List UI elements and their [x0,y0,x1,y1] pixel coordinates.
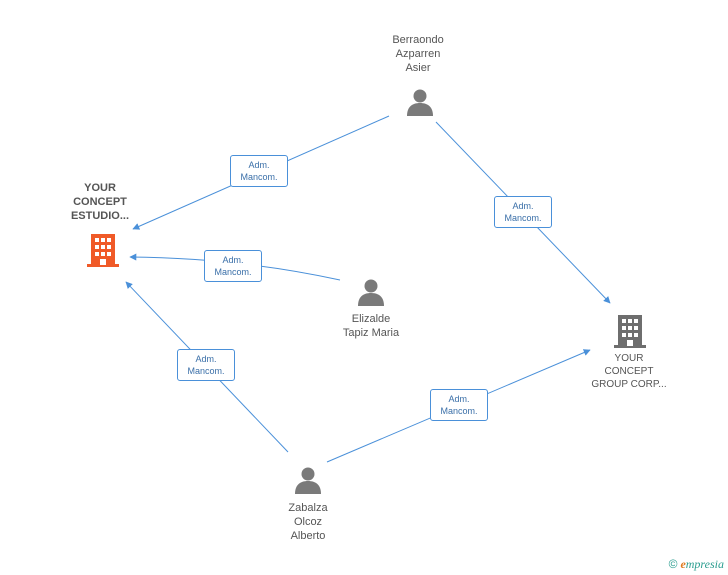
edge-label-line: Mancom. [214,267,252,277]
company-label-your-concept-group[interactable]: YOUR CONCEPT GROUP CORP... [582,352,676,391]
label-line: Zabalza [288,502,328,514]
brand-logo-e: e [680,557,686,571]
edge-label-line: Adm. [448,394,470,404]
edge-label-line: Adm. [222,255,244,265]
building-icon[interactable] [614,314,646,348]
label-line: Alberto [290,530,326,542]
label-line: ESTUDIO... [70,210,130,222]
edge-label-line: Mancom. [240,172,278,182]
label-line: CONCEPT [604,366,654,377]
edge-label-line: Adm. [512,201,534,211]
edge-label-line: Adm. [248,160,270,170]
label-line: YOUR [614,353,644,364]
label-line: Olcoz [293,516,323,528]
person-icon[interactable] [357,278,385,306]
empresia-watermark: © empresia [669,557,724,572]
brand-logo-text: mpresia [685,557,724,571]
edge-label-line: Mancom. [187,366,225,376]
label-line: Azparren [395,48,441,60]
person-label-elizalde[interactable]: Elizalde Tapiz Maria [326,312,416,340]
edge-label-line: Mancom. [504,213,542,223]
person-label-zabalza[interactable]: Zabalza Olcoz Alberto [263,501,353,543]
edge-label-berraondo-group[interactable]: Adm. Mancom. [494,196,552,228]
person-icon[interactable] [294,466,322,494]
edge-label-line: Adm. [195,354,217,364]
label-line: Asier [405,62,431,74]
edge-label-zabalza-group[interactable]: Adm. Mancom. [430,389,488,421]
label-line: GROUP CORP... [591,379,667,390]
label-line: Tapiz Maria [342,327,400,339]
label-line: YOUR [84,182,116,194]
company-label-your-concept-estudio[interactable]: YOUR CONCEPT ESTUDIO... [62,181,138,223]
copyright-symbol: © [668,557,678,571]
edge-label-zabalza-estudio[interactable]: Adm. Mancom. [177,349,235,381]
person-label-berraondo[interactable]: Berraondo Azparren Asier [373,33,463,75]
label-line: Elizalde [351,313,391,325]
person-icon[interactable] [406,88,434,116]
edge-label-berraondo-estudio[interactable]: Adm. Mancom. [230,155,288,187]
label-line: CONCEPT [73,196,127,208]
edge-label-elizalde-estudio[interactable]: Adm. Mancom. [204,250,262,282]
edge-label-line: Mancom. [440,406,478,416]
label-line: Berraondo [392,34,444,46]
building-icon[interactable] [87,233,119,267]
